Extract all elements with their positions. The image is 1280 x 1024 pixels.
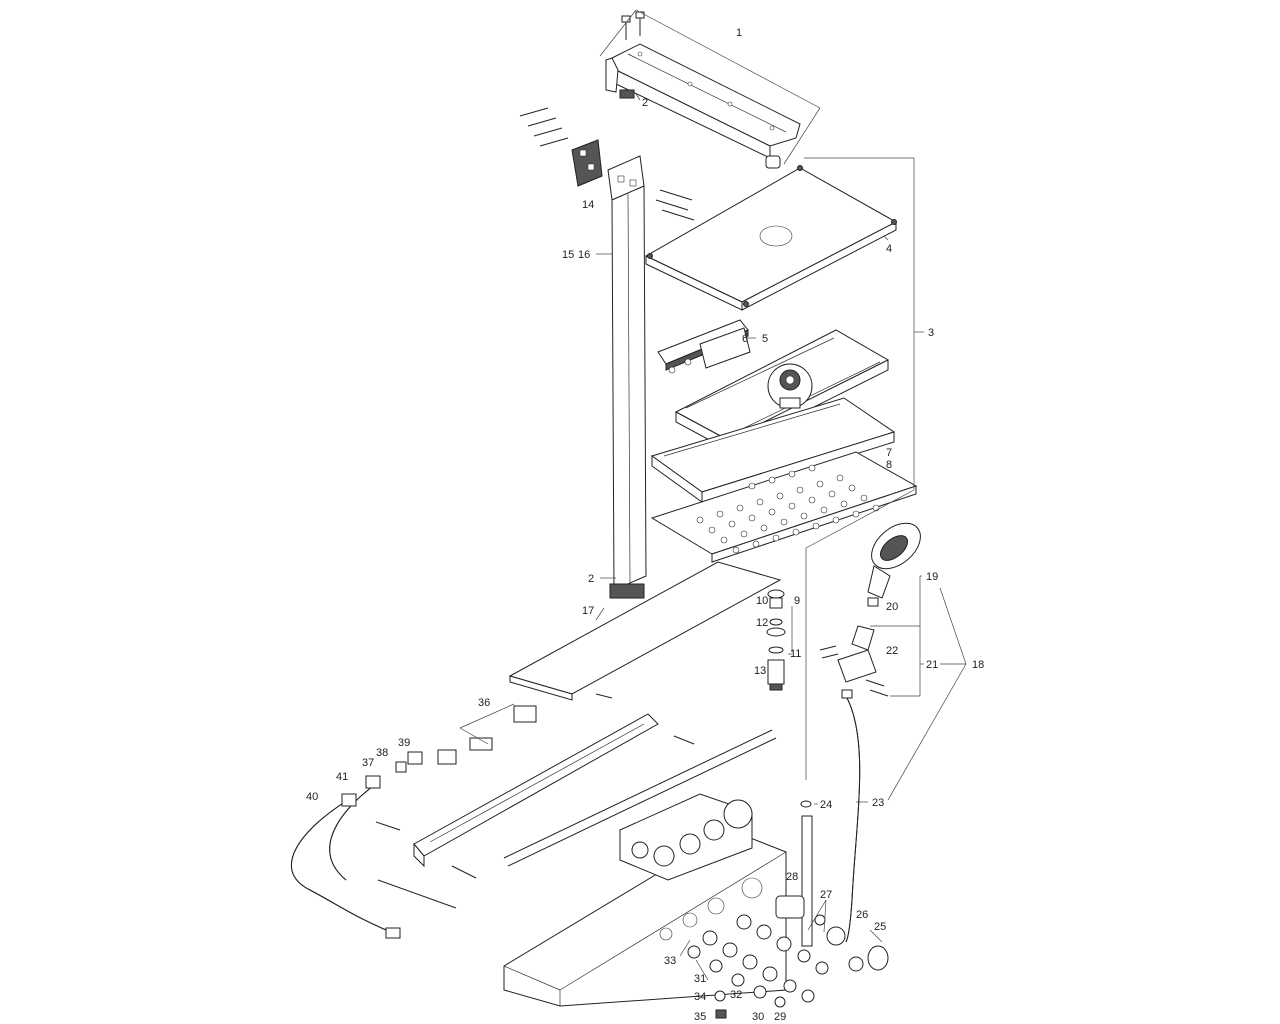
callout-34: 34 [694, 991, 706, 1003]
callout-26: 26 [856, 909, 868, 921]
spray-nozzle-grid [696, 464, 880, 554]
callout-16: 16 [578, 249, 590, 261]
callout-28: 28 [786, 871, 798, 883]
callout-17: 17 [582, 605, 594, 617]
callout-41: 41 [336, 771, 348, 783]
part-23-shower-hose [841, 689, 861, 943]
callout-4: 4 [886, 243, 892, 255]
callout-14: 14 [582, 199, 594, 211]
callout-7: 7 [886, 447, 892, 459]
part-21-22-holder [819, 625, 889, 697]
callout-27: 27 [820, 889, 832, 901]
callout-10: 10 [756, 595, 768, 607]
part-19-hand-shower [867, 522, 921, 607]
callout-29: 29 [774, 1011, 786, 1023]
part-4-cover-plate [644, 165, 898, 311]
callout-22: 22 [886, 645, 898, 657]
install-rail [375, 693, 777, 909]
callout-6: 6 [742, 333, 748, 345]
callout-21: 21 [926, 659, 938, 671]
callout-23: 23 [872, 797, 884, 809]
callout-15: 15 [562, 249, 574, 261]
callout-20: 20 [886, 601, 898, 613]
leader-lines [459, 9, 967, 981]
part-14-wall-bracket [519, 107, 603, 187]
callout-36: 36 [478, 697, 490, 709]
part-17-bottom-plate [508, 561, 782, 701]
part-9-13-valve [766, 589, 786, 691]
callout-19: 19 [926, 571, 938, 583]
part-1-shower-arm [605, 11, 801, 169]
part-24-riser-pipe [800, 800, 813, 947]
callout-24: 24 [820, 799, 832, 811]
callout-2-bottom: 2 [588, 573, 594, 585]
callout-11: 11 [790, 648, 801, 660]
callout-5: 5 [762, 333, 768, 345]
callout-2-top: 2 [642, 97, 648, 109]
part-15-16-riser [607, 155, 695, 599]
callout-12: 12 [756, 617, 768, 629]
callout-25: 25 [874, 921, 886, 933]
callout-40: 40 [306, 791, 318, 803]
mixer-valve-block [619, 793, 753, 881]
callout-35: 35 [694, 1011, 706, 1023]
connection-hoses [290, 705, 537, 939]
callout-30: 30 [752, 1011, 764, 1023]
callout-8: 8 [886, 459, 892, 471]
part-5-6-distributor [657, 319, 751, 374]
callout-37: 37 [362, 757, 374, 769]
callout-labels: 1 2 3 4 5 6 7 8 9 10 11 12 13 14 15 16 1… [306, 27, 984, 1023]
callout-32: 32 [730, 989, 742, 1001]
callout-3: 3 [928, 327, 934, 339]
callout-1: 1 [736, 27, 742, 39]
cartridges-and-seals [687, 895, 889, 1019]
callout-9: 9 [794, 595, 800, 607]
callout-18: 18 [972, 659, 984, 671]
callout-38: 38 [376, 747, 388, 759]
callout-13: 13 [754, 665, 766, 677]
callout-33: 33 [664, 955, 676, 967]
part-8-spray-disc [650, 451, 918, 563]
callout-39: 39 [398, 737, 410, 749]
callout-31: 31 [694, 973, 706, 985]
